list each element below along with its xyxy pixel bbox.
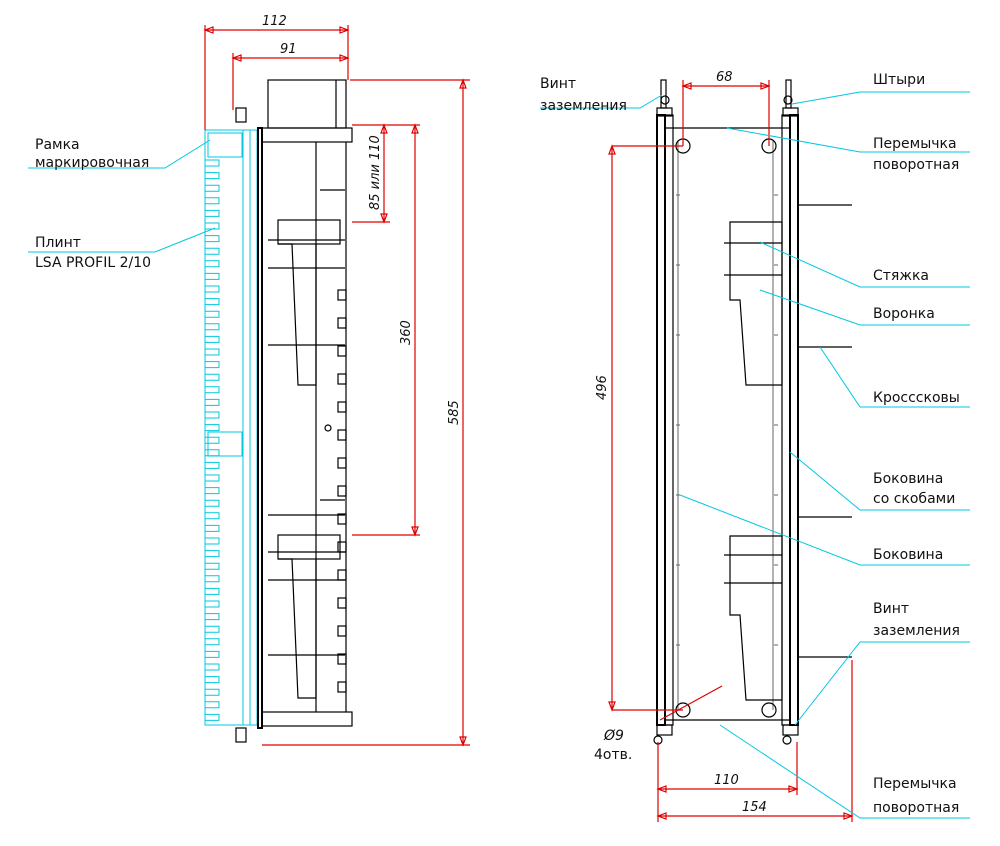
right-dimension-texts: 68 496 110 154 xyxy=(595,70,767,815)
dim-85-110: 85 или 110 xyxy=(368,135,383,210)
chassis-notch xyxy=(337,429,347,441)
chassis-notch xyxy=(337,485,347,497)
label-jumper-top-1: Перемычка xyxy=(873,136,957,152)
label-pins: Штыри xyxy=(873,72,926,88)
chassis-notch xyxy=(337,681,347,693)
chassis-side xyxy=(235,79,353,743)
right-dimensions xyxy=(608,80,854,822)
chassis-front xyxy=(653,79,852,745)
label-frame-line2: маркировочная xyxy=(35,155,150,171)
dim-496: 496 xyxy=(595,375,610,400)
dim-154: 154 xyxy=(742,800,767,815)
label-d9: Ø9 xyxy=(604,728,624,744)
left-leaders xyxy=(28,139,216,253)
label-side-brackets-2: со скобами xyxy=(873,491,956,507)
label-holes: 4отв. xyxy=(594,747,633,763)
chassis-notch xyxy=(337,513,347,525)
dim-68: 68 xyxy=(716,70,733,85)
label-ground-screw-top-2: заземления xyxy=(540,98,627,114)
dim-110: 110 xyxy=(714,773,739,788)
dim-112: 112 xyxy=(262,14,287,29)
left-dimension-texts: 112 91 85 или 110 360 585 xyxy=(262,14,462,425)
label-side: Боковина xyxy=(873,547,944,563)
dim-360: 360 xyxy=(399,320,414,345)
label-tie: Стяжка xyxy=(873,268,929,284)
label-plint-line1: Плинт xyxy=(35,235,81,251)
dim-585: 585 xyxy=(447,400,462,425)
label-ground-screw-top-1: Винт xyxy=(540,76,577,92)
chassis-notch xyxy=(337,401,347,413)
chassis-notch xyxy=(337,317,347,329)
label-jumper-bottom-2: поворотная xyxy=(873,800,960,816)
label-cross-brackets: Кросссковы xyxy=(873,390,960,406)
chassis-notch xyxy=(337,345,347,357)
chassis-notch xyxy=(337,597,347,609)
label-ground-screw-bottom-1: Винт xyxy=(873,601,910,617)
chassis-notch xyxy=(337,457,347,469)
left-dimensions xyxy=(203,25,470,747)
label-side-brackets-1: Боковина xyxy=(873,471,944,487)
dim-91: 91 xyxy=(280,42,297,57)
right-front-view: 68 496 110 154 xyxy=(540,70,970,822)
chassis-notch xyxy=(337,569,347,581)
chassis-notch xyxy=(337,289,347,301)
label-frame-line1: Рамка xyxy=(35,137,80,153)
label-ground-screw-bottom-2: заземления xyxy=(873,623,960,639)
left-side-view: 112 91 85 или 110 360 585 xyxy=(28,14,470,747)
chassis-notch xyxy=(337,373,347,385)
plint-comb xyxy=(204,129,258,726)
right-leaders xyxy=(540,91,970,819)
chassis-notch xyxy=(337,653,347,665)
label-jumper-bottom-1: Перемычка xyxy=(873,776,957,792)
label-plint-line2: LSA PROFIL 2/10 xyxy=(35,255,152,271)
label-jumper-top-2: поворотная xyxy=(873,157,960,173)
chassis-notch xyxy=(337,625,347,637)
chassis-notch xyxy=(337,541,347,553)
label-funnel: Воронка xyxy=(873,306,935,322)
